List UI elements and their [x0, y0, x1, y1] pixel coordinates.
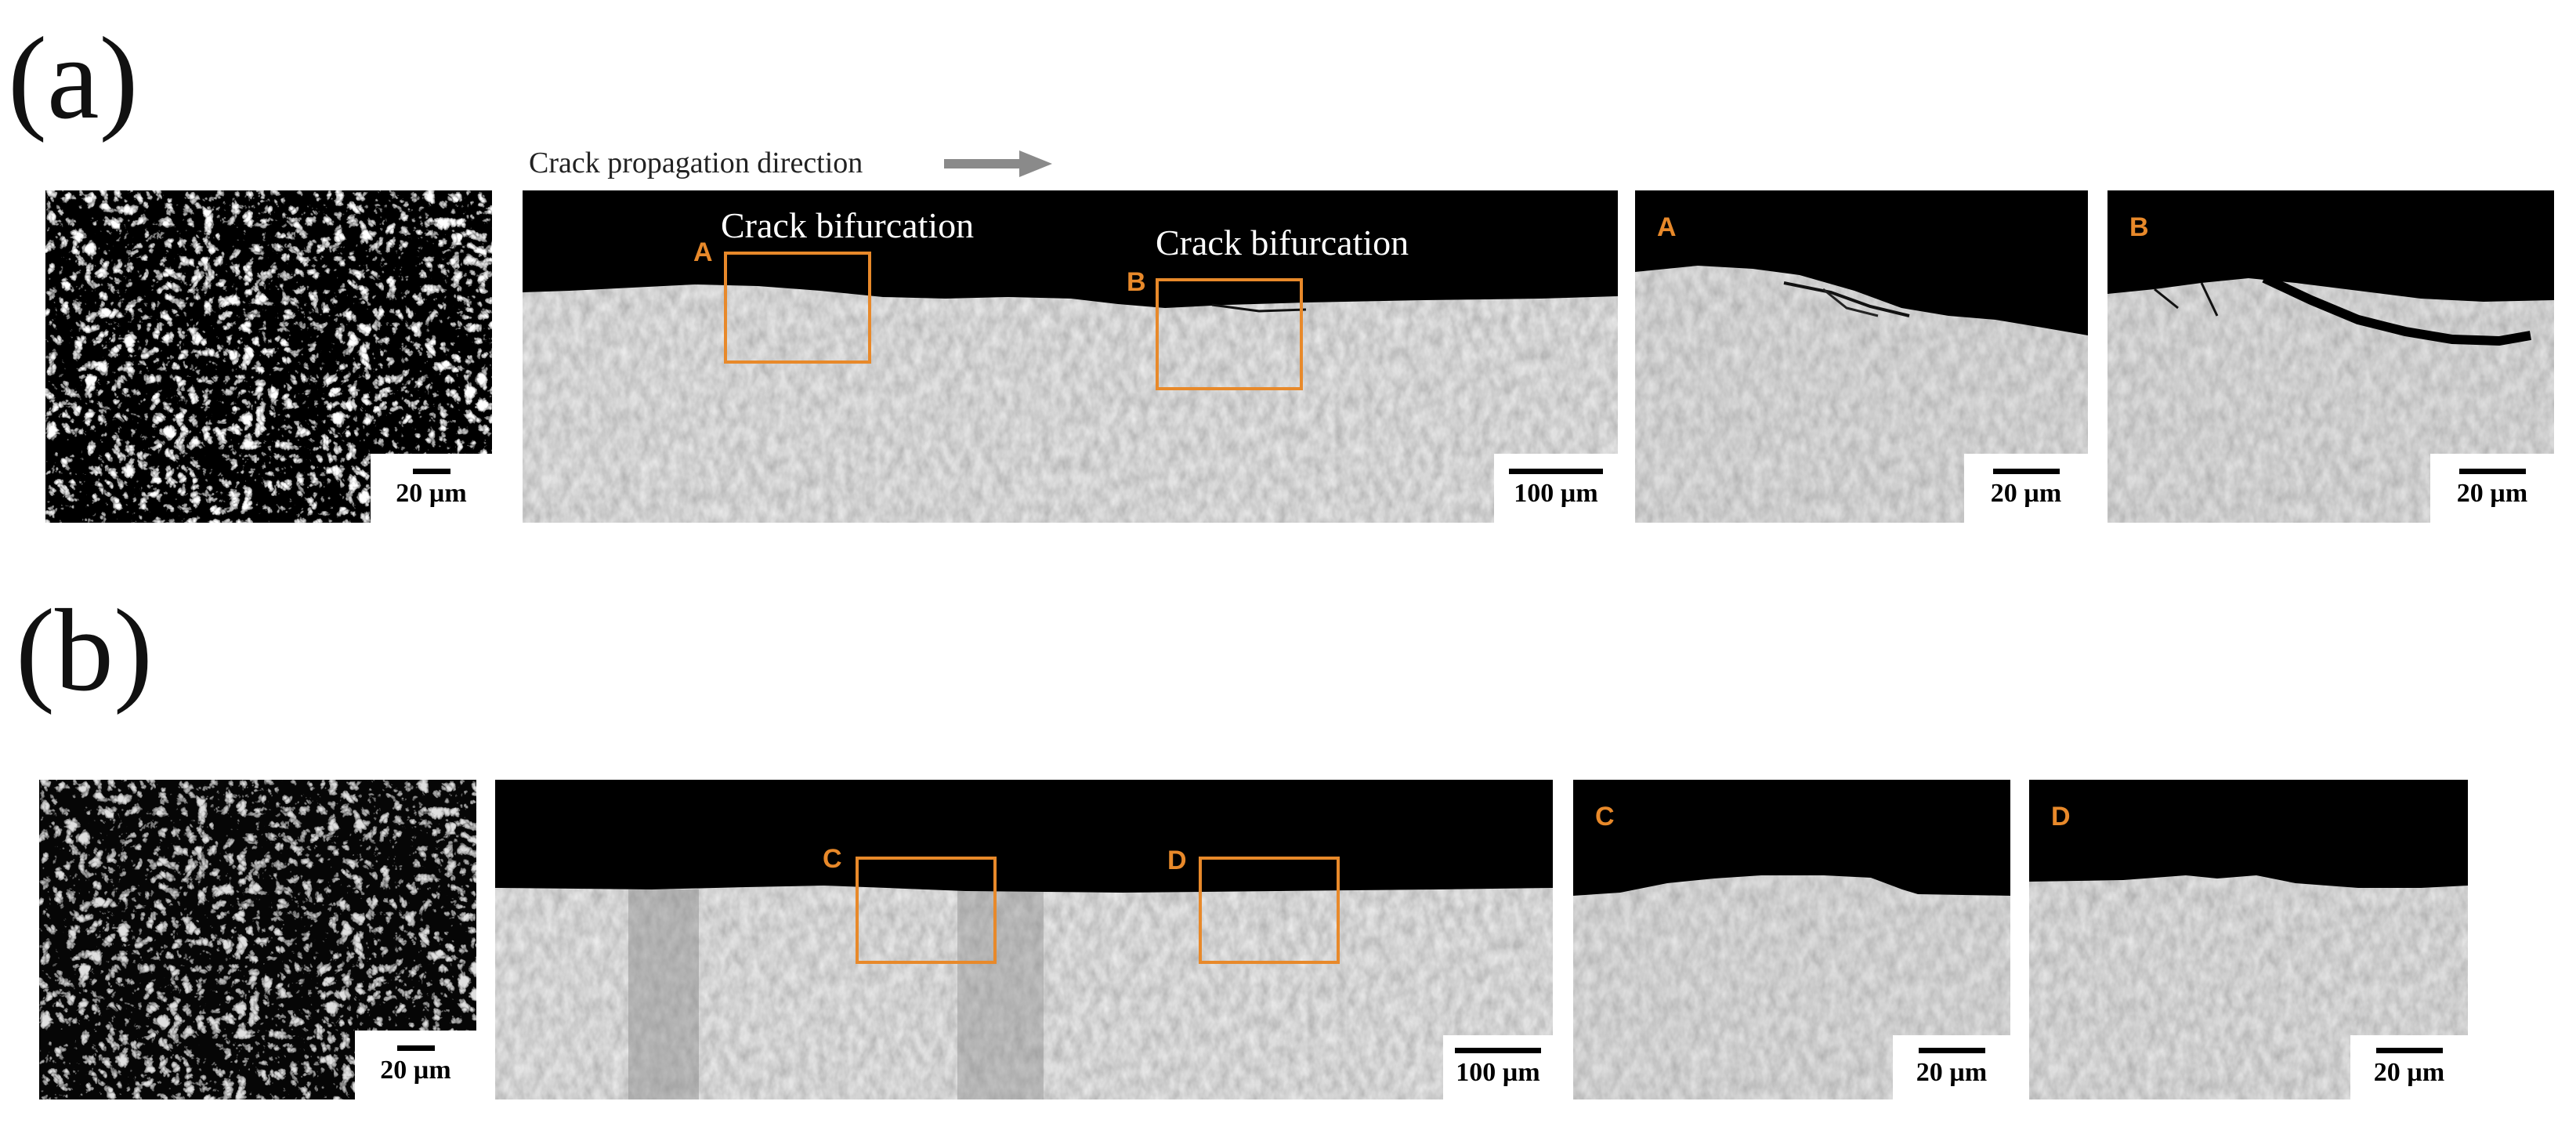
scale-line	[1992, 468, 2060, 474]
scale-line	[412, 468, 450, 474]
row-b-label: (b)	[16, 585, 153, 715]
row-b-overview-image: C D 100 µm	[495, 780, 1553, 1099]
roi-label-c: C	[823, 844, 842, 874]
roi-box-d	[1199, 857, 1340, 964]
row-a-fracture-surface-image: 20 µm	[45, 190, 492, 523]
row-b-detail-d-image: D 20 µm	[2029, 780, 2468, 1099]
scale-line	[1918, 1047, 1985, 1053]
row-a-detail-a-image: A 20 µm	[1635, 190, 2088, 523]
scale-text: 100 µm	[1456, 1057, 1540, 1087]
detail-label-a: A	[1657, 212, 1677, 242]
scale-line	[2458, 468, 2526, 474]
row-a-overview-scalebar: 100 µm	[1494, 454, 1618, 523]
scale-text: 20 µm	[2456, 478, 2528, 508]
roi-box-a	[724, 252, 871, 364]
scale-line	[396, 1045, 435, 1051]
row-b-detail-d-scalebar: 20 µm	[2350, 1035, 2468, 1099]
scale-text: 20 µm	[380, 1055, 451, 1085]
row-a-detail-b-image: B 20 µm	[2107, 190, 2554, 523]
detail-label-b: B	[2129, 212, 2149, 242]
detail-texture-c	[1573, 780, 2010, 1099]
row-a-overview-image: A B Crack bifurcation Crack bifurcation …	[523, 190, 1618, 523]
row-b-fracture-surface-image: 20 µm	[39, 780, 476, 1099]
propagation-direction-label: Crack propagation direction	[529, 147, 863, 179]
scale-text: 100 µm	[1514, 478, 1598, 508]
row-b-detail-c-scalebar: 20 µm	[1893, 1035, 2010, 1099]
overview-texture-a	[523, 190, 1618, 523]
row-b-detail-c-image: C 20 µm	[1573, 780, 2010, 1099]
detail-label-c: C	[1595, 802, 1615, 831]
scale-text: 20 µm	[2373, 1057, 2445, 1087]
row-a-detail-b-scalebar: 20 µm	[2430, 454, 2554, 523]
fracture-texture-a	[45, 190, 492, 523]
row-a-fracture-scalebar: 20 µm	[371, 454, 492, 523]
direction-arrow-icon	[944, 150, 1052, 177]
scale-text: 20 µm	[1916, 1057, 1988, 1087]
crack-bifurcation-label-1: Crack bifurcation	[721, 205, 975, 245]
scale-line	[1455, 1047, 1541, 1053]
roi-label-a: A	[693, 237, 713, 267]
crack-bifurcation-label-2: Crack bifurcation	[1156, 223, 1409, 263]
roi-label-b: B	[1127, 267, 1146, 297]
scale-line	[1509, 468, 1603, 474]
row-a-label: (a)	[8, 13, 139, 143]
overview-texture-b	[495, 780, 1553, 1099]
row-b-fracture-scalebar: 20 µm	[355, 1031, 476, 1099]
row-b-overview-scalebar: 100 µm	[1443, 1035, 1553, 1099]
roi-label-d: D	[1167, 846, 1187, 875]
detail-texture-b	[2107, 190, 2554, 523]
row-a-detail-a-scalebar: 20 µm	[1964, 454, 2088, 523]
scale-text: 20 µm	[396, 478, 467, 508]
detail-label-d: D	[2051, 802, 2071, 831]
roi-box-b	[1156, 278, 1303, 390]
scale-text: 20 µm	[1990, 478, 2062, 508]
roi-box-c	[856, 857, 997, 964]
scale-line	[2375, 1047, 2443, 1053]
